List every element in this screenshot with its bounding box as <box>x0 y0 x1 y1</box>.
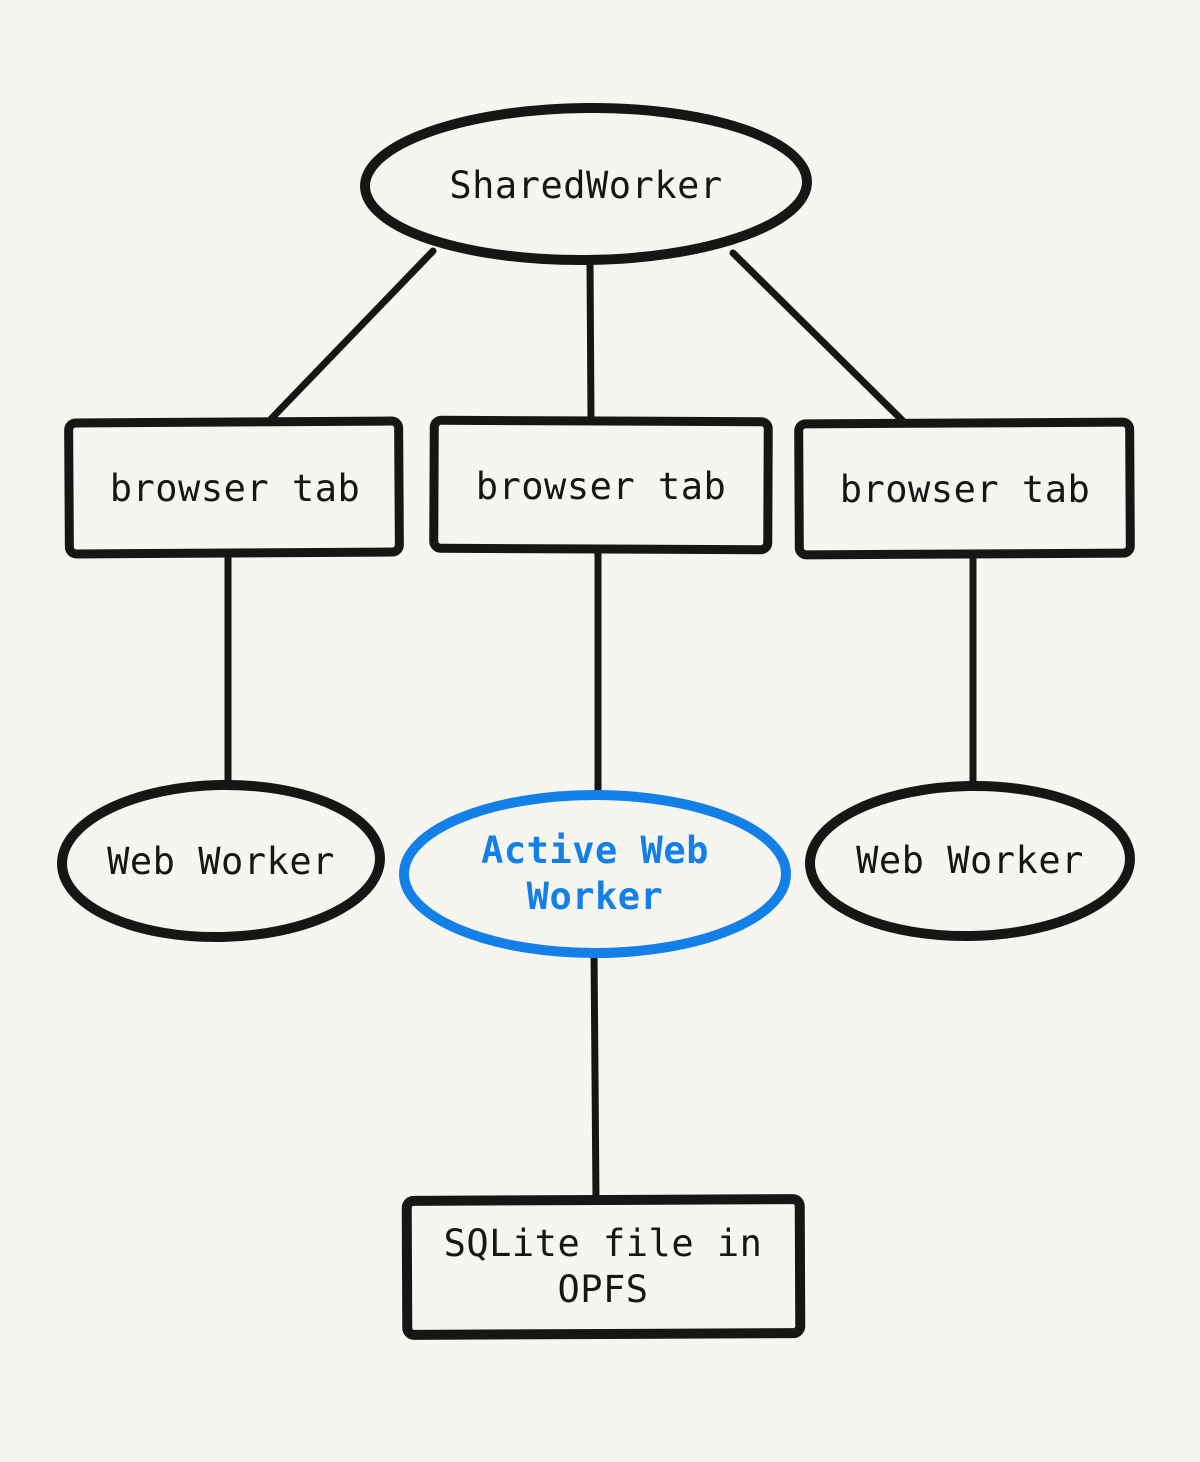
node-active-web-worker-ellipse <box>399 790 791 958</box>
node-browser-tab-3-box <box>794 417 1135 560</box>
edge-sharedworker-to-tab2 <box>586 259 595 425</box>
browser-tab-1-label: browser tab <box>109 467 361 511</box>
web-worker-right-label: Web Worker <box>856 839 1084 883</box>
node-shared-worker-ellipse <box>360 102 812 266</box>
node-web-worker-right-ellipse <box>805 780 1135 942</box>
browser-tab-3-label: browser tab <box>839 468 1091 512</box>
web-worker-left-label: Web Worker <box>107 840 335 884</box>
node-sqlite-file-box <box>401 1194 806 1340</box>
browser-tab-2-label: browser tab <box>475 465 727 509</box>
node-browser-tab-1-box <box>64 416 404 559</box>
active-web-worker-label: Active Web Worker <box>481 829 709 918</box>
node-web-worker-left-ellipse <box>57 779 385 943</box>
shared-worker-label: SharedWorker <box>449 164 723 208</box>
edge-sharedworker-to-tab1 <box>267 247 437 423</box>
edge-active-webworker-to-sqlite <box>590 946 600 1204</box>
edge-sharedworker-to-tab3 <box>729 249 907 425</box>
node-browser-tab-2-box <box>429 415 773 555</box>
sqlite-file-label: SQLite file in OPFS <box>443 1222 763 1311</box>
